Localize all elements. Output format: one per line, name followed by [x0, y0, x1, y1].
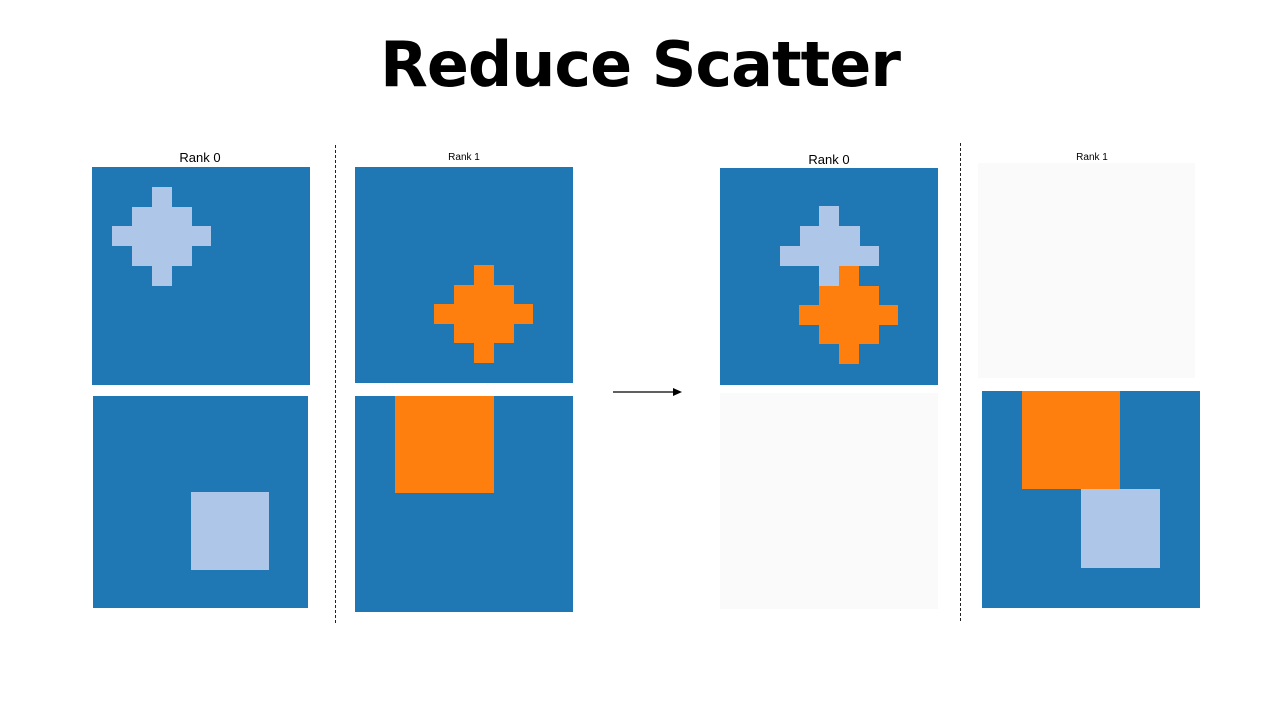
after-rank0-label: Rank 0: [808, 152, 850, 167]
before-rank1-bottom-panel: [355, 396, 573, 612]
light-blue-square-shape: [191, 492, 269, 570]
orange-cross-shape: [799, 266, 898, 364]
arrow-icon: [613, 388, 682, 396]
before-rank1-top-panel: [355, 167, 573, 383]
after-rank0-bottom-empty-panel: [720, 393, 938, 609]
rank-divider-right: [960, 143, 961, 621]
after-rank1-label: Rank 1: [1076, 152, 1108, 163]
after-rank0-top-panel: [720, 168, 938, 385]
before-rank1-label: Rank 1: [448, 152, 480, 163]
orange-square-shape: [1022, 391, 1120, 489]
page-title: Reduce Scatter: [380, 28, 901, 101]
orange-cross-shape: [434, 265, 533, 363]
rank-divider-left: [335, 145, 336, 623]
before-rank0-bottom-panel: [93, 396, 308, 608]
orange-square-shape: [395, 396, 494, 493]
light-blue-cross-shape: [112, 187, 211, 286]
after-rank1-top-empty-panel: [978, 163, 1195, 378]
after-rank1-bottom-panel: [982, 391, 1200, 608]
before-rank0-label: Rank 0: [179, 150, 221, 165]
before-rank0-top-panel: [92, 167, 310, 385]
light-blue-square-shape: [1081, 489, 1160, 568]
